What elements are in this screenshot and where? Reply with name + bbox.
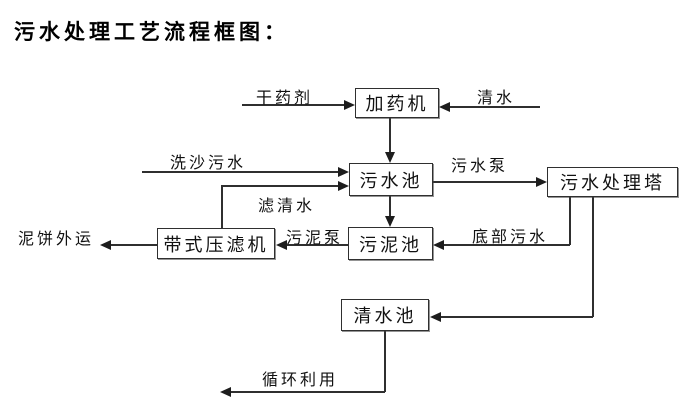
arrow-left-icon — [220, 387, 231, 397]
arrow-right-icon — [344, 100, 355, 110]
filtered-water-line — [221, 185, 338, 187]
mud-cake-out-line — [111, 244, 157, 246]
sewage-to-sludge-line — [389, 196, 391, 216]
flow-label-clean-water: 清水 — [477, 90, 516, 107]
flow-label-mud-cake-out: 泥饼外运 — [18, 231, 95, 248]
recycle-line — [231, 391, 385, 393]
arrow-left-icon — [439, 102, 450, 112]
node-sewage-pool: 污水池 — [349, 163, 433, 196]
sand-washing-sewage-line — [142, 171, 338, 173]
flow-label-sewage-pump: 污水泵 — [451, 158, 509, 175]
arrow-left-icon — [100, 240, 111, 250]
flow-label-bottom-sewage: 底部污水 — [472, 229, 549, 246]
clean-water-line — [450, 106, 540, 108]
recycle-drop-line — [384, 331, 386, 392]
sludge-pump-line — [287, 244, 348, 246]
arrow-left-icon — [276, 240, 287, 250]
node-treatment-tower: 污水处理塔 — [547, 167, 678, 197]
arrow-left-icon — [433, 240, 444, 250]
node-clean-water-pool: 清水池 — [341, 299, 429, 331]
node-dosing-machine: 加药机 — [355, 88, 439, 118]
sewage-pump-line — [433, 181, 536, 183]
arrow-right-icon — [536, 177, 547, 187]
dry-chemical-line — [242, 104, 344, 106]
page-title: 污水处理工艺流程框图： — [14, 21, 289, 44]
flow-label-filtered-water: 滤清水 — [258, 198, 316, 215]
dosing-to-sewage-line — [389, 118, 391, 153]
node-sludge-pool: 污泥池 — [348, 227, 433, 260]
tower-to-clean-pool-drop-line — [592, 197, 594, 317]
flow-label-sludge-pump: 污泥泵 — [286, 230, 344, 247]
flow-label-recycle: 循环利用 — [262, 372, 339, 389]
bottom-sewage-line — [444, 244, 570, 246]
arrow-right-icon — [338, 181, 349, 191]
flow-label-dry-chemical: 干药剂 — [256, 90, 314, 107]
node-belt-filter-press: 带式压滤机 — [157, 228, 275, 259]
arrow-down-icon — [385, 152, 395, 163]
arrow-right-icon — [338, 167, 349, 177]
arrow-down-icon — [385, 216, 395, 227]
arrow-left-icon — [430, 312, 441, 322]
tower-to-clean-pool-line — [441, 316, 593, 318]
flow-label-sand-washing-sewage: 洗沙污水 — [170, 155, 247, 172]
filtered-water-riser-line — [221, 186, 223, 229]
bottom-sewage-drop-line — [569, 197, 571, 245]
